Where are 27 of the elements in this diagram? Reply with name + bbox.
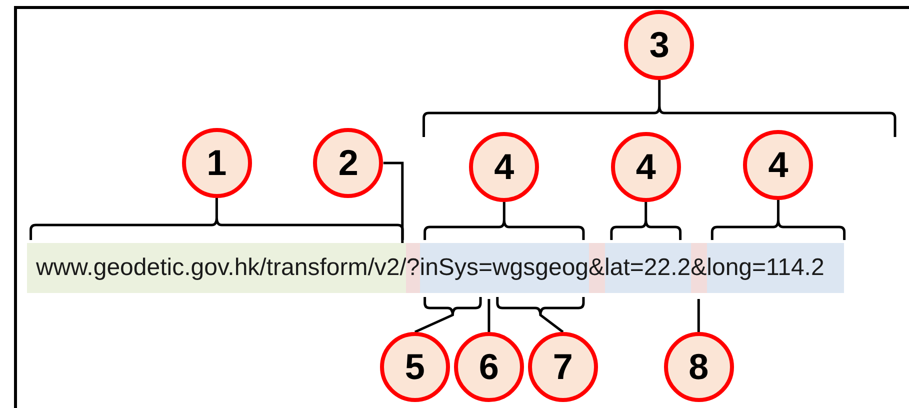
- leader-line: [30, 196, 404, 242]
- leader-line: [496, 296, 585, 334]
- url-segment: ?: [406, 243, 420, 293]
- leader-line: [697, 299, 700, 332]
- leader-line: [383, 162, 404, 243]
- callout-number: 6: [454, 332, 524, 402]
- leader-line: [488, 299, 490, 332]
- leader-line: [424, 200, 585, 242]
- url-segment: long=114.2: [706, 243, 844, 293]
- leader-line: [610, 200, 682, 242]
- callout-number: 5: [380, 332, 450, 402]
- url-segment: lat=22.2: [604, 243, 691, 293]
- callout-number: 4: [743, 130, 814, 200]
- callout-number: 4: [469, 132, 540, 202]
- url-segment: www.geodetic.gov.hk/transform/v2/: [27, 243, 406, 293]
- callout-number: 2: [313, 128, 384, 198]
- url-segment: &: [588, 243, 605, 293]
- callout-number: 7: [528, 332, 598, 402]
- leader-line: [422, 78, 896, 138]
- leader-line: [414, 296, 482, 334]
- callout-number: 4: [610, 132, 681, 202]
- callout-number: 3: [624, 10, 694, 80]
- url-segment: &: [690, 243, 707, 293]
- leader-line: [710, 198, 846, 242]
- callout-number: 8: [664, 332, 734, 402]
- url-segment: inSys=wgsgeog: [420, 243, 589, 293]
- callout-number: 1: [182, 128, 252, 198]
